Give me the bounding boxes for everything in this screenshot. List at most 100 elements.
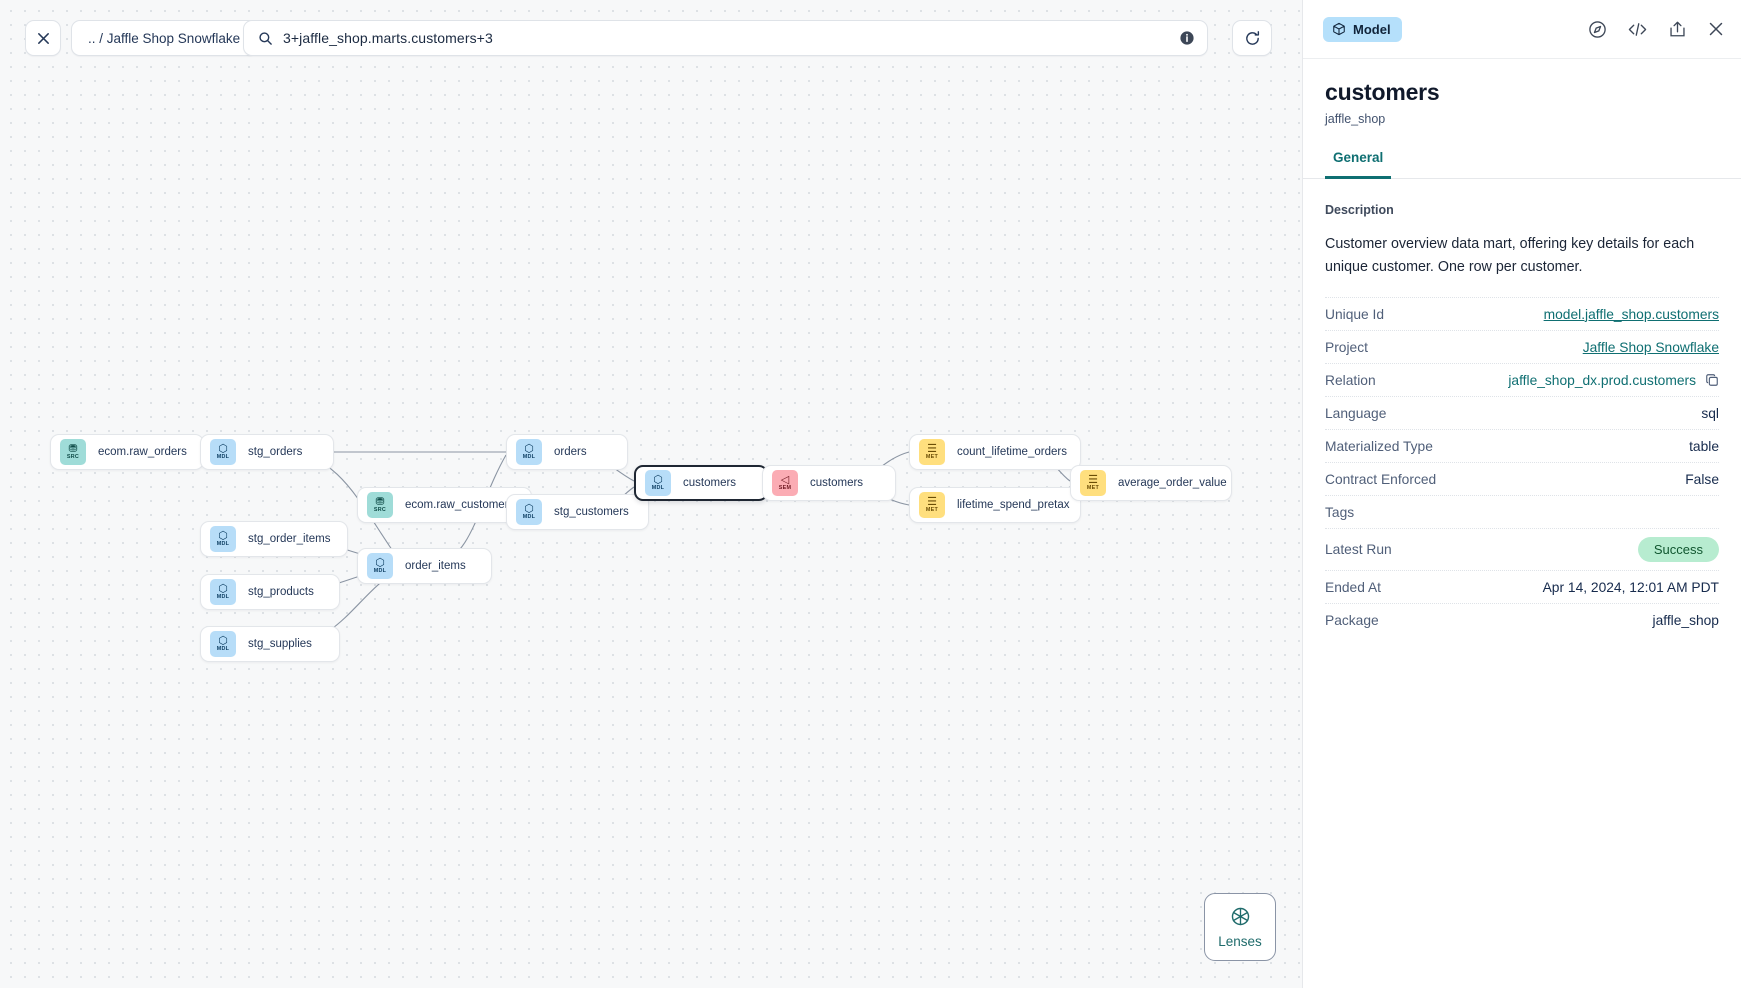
metadata-value: False xyxy=(1685,472,1719,487)
lineage-node-ecom_raw_orders[interactable]: ⛃SRC ecom.raw_orders xyxy=(50,434,204,470)
mdl-badge-icon: ⬡MDL xyxy=(210,631,236,657)
metadata-value-text: sql xyxy=(1701,405,1719,421)
lineage-node-stg_orders[interactable]: ⬡MDL stg_orders xyxy=(200,434,334,470)
lineage-canvas[interactable]: .. / Jaffle Shop Snowflake 3+jaffle_shop… xyxy=(0,0,1302,988)
lineage-node-label: customers xyxy=(683,477,737,489)
panel-header: Model xyxy=(1303,0,1741,59)
close-icon xyxy=(36,31,51,46)
metadata-value-text: Apr 14, 2024, 12:01 AM PDT xyxy=(1542,579,1719,595)
details-panel: Model customers jaffle_shop xyxy=(1302,0,1741,988)
metadata-value[interactable]: jaffle_shop_dx.prod.customers xyxy=(1508,373,1719,388)
mdl-badge-icon: ⬡MDL xyxy=(516,439,542,465)
metadata-row: Tags xyxy=(1325,495,1719,528)
lenses-button[interactable]: Lenses xyxy=(1204,893,1276,961)
info-icon[interactable] xyxy=(1179,30,1195,46)
metadata-key: Relation xyxy=(1325,372,1376,388)
metadata-value: Apr 14, 2024, 12:01 AM PDT xyxy=(1543,580,1719,595)
mdl-badge-icon: ⬡MDL xyxy=(210,439,236,465)
lineage-node-count_lifetime_orders[interactable]: ☰MET count_lifetime_orders xyxy=(909,434,1081,470)
compass-icon[interactable] xyxy=(1588,20,1607,39)
lineage-node-stg_customers[interactable]: ⬡MDL stg_customers xyxy=(506,494,649,530)
met-badge-icon: ☰MET xyxy=(919,439,945,465)
aperture-icon xyxy=(1230,906,1251,927)
metadata-value[interactable]: model.jaffle_shop.customers xyxy=(1544,307,1719,322)
met-badge-icon: ☰MET xyxy=(919,492,945,518)
lineage-node-label: customers xyxy=(810,477,864,489)
metadata-key: Tags xyxy=(1325,504,1355,520)
lineage-search-input[interactable]: 3+jaffle_shop.marts.customers+3 xyxy=(243,20,1208,56)
copy-icon[interactable] xyxy=(1705,373,1719,387)
metadata-value: sql xyxy=(1701,406,1719,421)
lineage-node-label: ecom.raw_customers xyxy=(405,499,515,511)
lineage-node-label: stg_products xyxy=(248,586,314,598)
metadata-value-text: Jaffle Shop Snowflake xyxy=(1582,339,1719,355)
metadata-key: Contract Enforced xyxy=(1325,471,1437,487)
metadata-key: Unique Id xyxy=(1325,306,1385,322)
metadata-row: Latest Run Success xyxy=(1325,528,1719,570)
lineage-node-label: stg_customers xyxy=(554,506,629,518)
metadata-row: Relation jaffle_shop_dx.prod.customers xyxy=(1325,363,1719,396)
lineage-node-orders[interactable]: ⬡MDL orders xyxy=(506,434,628,470)
metadata-key: Ended At xyxy=(1325,579,1382,595)
share-icon[interactable] xyxy=(1668,20,1687,39)
metadata-key: Latest Run xyxy=(1325,542,1392,558)
lineage-node-label: lifetime_spend_pretax xyxy=(957,499,1070,511)
lineage-node-average_order_value[interactable]: ☰MET average_order_value xyxy=(1070,465,1232,501)
node-type-chip: Model xyxy=(1323,16,1402,42)
met-badge-icon: ☰MET xyxy=(1080,470,1106,496)
metadata-key: Package xyxy=(1325,612,1379,628)
search-icon xyxy=(258,31,273,46)
mdl-badge-icon: ⬡MDL xyxy=(516,499,542,525)
panel-title-block: customers jaffle_shop xyxy=(1303,59,1741,126)
close-lineage-button[interactable] xyxy=(25,20,61,56)
panel-header-actions xyxy=(1588,20,1725,39)
status-badge: Success xyxy=(1637,537,1719,563)
metadata-value[interactable]: Jaffle Shop Snowflake xyxy=(1583,340,1719,355)
node-type-label: Model xyxy=(1353,21,1391,37)
metadata-value-text: jaffle_shop xyxy=(1652,612,1720,628)
breadcrumb-label: .. / Jaffle Shop Snowflake xyxy=(88,30,241,46)
lineage-node-stg_order_items[interactable]: ⬡MDL stg_order_items xyxy=(200,521,348,557)
metadata-key: Language xyxy=(1325,405,1387,421)
lineage-node-stg_supplies[interactable]: ⬡MDL stg_supplies xyxy=(200,626,340,662)
metadata-key: Materialized Type xyxy=(1325,438,1433,454)
metadata-value-text: model.jaffle_shop.customers xyxy=(1543,306,1719,322)
lineage-node-label: orders xyxy=(554,446,587,458)
lineage-node-lifetime_spend_pretax[interactable]: ☰MET lifetime_spend_pretax xyxy=(909,487,1081,523)
page-title: customers xyxy=(1325,79,1440,105)
breadcrumb[interactable]: .. / Jaffle Shop Snowflake xyxy=(71,20,258,56)
metadata-row: Package jaffle_shop xyxy=(1325,603,1719,636)
metadata-value: Success xyxy=(1637,537,1719,563)
refresh-button[interactable] xyxy=(1232,20,1272,56)
cube-icon xyxy=(1332,22,1346,36)
code-icon[interactable] xyxy=(1627,20,1648,39)
metadata-value-text: False xyxy=(1685,471,1719,487)
metadata-row: Contract Enforced False xyxy=(1325,462,1719,495)
metadata-row: Unique Id model.jaffle_shop.customers xyxy=(1325,297,1719,330)
panel-body: Description Customer overview data mart,… xyxy=(1303,179,1741,636)
metadata-row: Project Jaffle Shop Snowflake xyxy=(1325,330,1719,363)
tab-general[interactable]: General xyxy=(1325,150,1392,179)
mdl-badge-icon: ⬡MDL xyxy=(210,526,236,552)
mdl-badge-icon: ⬡MDL xyxy=(367,553,393,579)
src-badge-icon: ⛃SRC xyxy=(367,492,393,518)
metadata-key: Project xyxy=(1325,339,1368,355)
lineage-node-label: stg_orders xyxy=(248,446,303,458)
lineage-node-label: stg_order_items xyxy=(248,533,331,545)
refresh-icon xyxy=(1244,30,1261,47)
close-icon[interactable] xyxy=(1707,20,1725,38)
lineage-node-label: ecom.raw_orders xyxy=(98,446,187,458)
lineage-node-label: count_lifetime_orders xyxy=(957,446,1067,458)
lineage-node-label: stg_supplies xyxy=(248,638,312,650)
src-badge-icon: ⛃SRC xyxy=(60,439,86,465)
lineage-node-label: average_order_value xyxy=(1118,477,1227,489)
metadata-row: Language sql xyxy=(1325,396,1719,429)
description-text: Customer overview data mart, offering ke… xyxy=(1325,236,1695,276)
